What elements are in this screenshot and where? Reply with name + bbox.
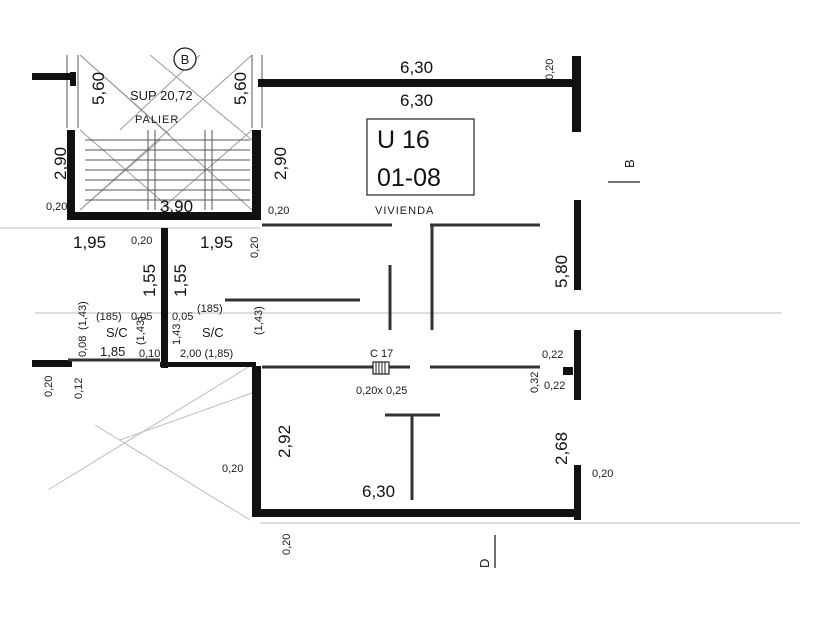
stair-width: 3,90 <box>160 197 193 216</box>
stair-marker-label: B <box>181 52 190 67</box>
services-right-code: (185) <box>197 303 223 315</box>
unit-number: U 16 <box>377 126 430 154</box>
stair-area-label: SUP 20,72 <box>130 88 193 103</box>
stair-marker-circle <box>173 47 197 71</box>
construction-lines <box>0 227 800 524</box>
room-width: 6,30 <box>362 482 395 501</box>
column-label: C 17 <box>370 348 393 360</box>
services-left-dim-a: 0,08 <box>77 336 89 357</box>
services-right-gap: 0,05 <box>172 311 193 323</box>
services-left-width-b: 1,85 <box>100 344 125 359</box>
walls <box>32 56 581 520</box>
unit-top-inner: 6,30 <box>400 91 433 110</box>
services-mid-dim-a: (1,43) <box>135 316 147 345</box>
services-left-gap: 0,05 <box>131 311 152 323</box>
services-left-type: S/C <box>106 325 128 340</box>
unit-right-height: 5,80 <box>552 255 571 288</box>
room-wall-left: 0,20 <box>222 463 243 475</box>
stair-landing-label: PALIER <box>135 114 179 126</box>
shaft-height-right: 1,55 <box>171 264 190 297</box>
room-wall-mid-right-a: 0,32 <box>529 372 541 393</box>
services-right-width: 1,95 <box>200 233 233 252</box>
edge-left-a: 0,20 <box>43 376 55 397</box>
room-wall-bottom: 0,20 <box>281 534 293 555</box>
services-left-wall: 0,10 <box>139 348 160 360</box>
services-wall-right: 0,20 <box>249 237 261 258</box>
stair-side-left: 2,90 <box>51 147 70 180</box>
stair-side-right: 2,90 <box>271 147 290 180</box>
section-mark-right: B <box>622 159 637 168</box>
services-left-dim-b: (1,43) <box>77 301 89 330</box>
room-wall-top-right: 0,22 <box>542 349 563 361</box>
services-right-dim: (1,43) <box>253 306 265 335</box>
column-size: 0,20x 0,25 <box>356 385 407 397</box>
room-left-height: 2,92 <box>275 425 294 458</box>
stair-hatch <box>79 54 253 211</box>
services-right-width-b: 2,00 (1,85) <box>180 348 233 360</box>
partitions <box>68 223 540 500</box>
unit-use-label: VIVIENDA <box>375 205 434 217</box>
stair-wall-left: 0,20 <box>46 201 67 213</box>
unit-floors: 01-08 <box>377 164 441 192</box>
services-wall-mid: 0,20 <box>131 235 152 247</box>
stair-wall-right: 0,20 <box>268 205 289 217</box>
unit-top-outer: 6,30 <box>400 58 433 77</box>
stair-steps <box>66 55 263 210</box>
column-c17 <box>372 361 390 375</box>
unit-top-wall: 0,20 <box>544 59 556 80</box>
section-mark-bottom: D <box>477 559 492 568</box>
services-left-width: 1,95 <box>73 233 106 252</box>
stair-right-height: 5,60 <box>231 72 250 105</box>
services-mid-dim-b: 1,43 <box>171 324 183 345</box>
services-left-code: (185) <box>96 311 122 323</box>
shaft-height-left: 1,55 <box>140 264 159 297</box>
room-wall-right: 0,20 <box>592 468 613 480</box>
room-right-height: 2,68 <box>552 432 571 465</box>
edge-left-b: 0,12 <box>73 378 85 399</box>
stair-left-height: 5,60 <box>89 72 108 105</box>
unit-label-box <box>366 118 475 196</box>
room-wall-mid-right-b: 0,22 <box>544 380 565 392</box>
services-right-type: S/C <box>202 325 224 340</box>
